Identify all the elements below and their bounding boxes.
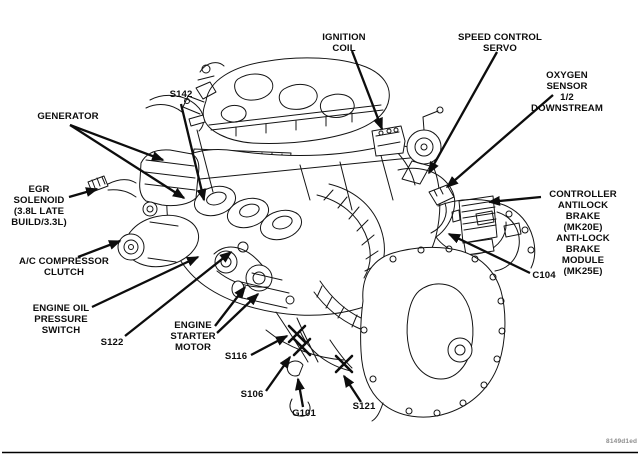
splice-x-marker-s121 [334, 354, 354, 374]
arrow-s142 [179, 103, 207, 202]
arrow-generator-lower [69, 124, 186, 199]
label-speed-control-servo: SPEED CONTROL SERVO [458, 32, 542, 54]
label-s142: S142 [169, 89, 193, 100]
figure-id-watermark: 8149d1ed [606, 438, 638, 445]
label-abs-controller: CONTROLLER ANTILOCK BRAKE (MK20E) ANTI-L… [549, 189, 617, 277]
arrow-c104 [447, 232, 531, 275]
label-engine-oil-pressure-switch: ENGINE OIL PRESSURE SWITCH [32, 303, 90, 336]
label-ignition-coil: IGNITION COIL [322, 32, 366, 54]
label-oxygen-sensor: OXYGEN SENSOR 1/2 DOWNSTREAM [531, 70, 603, 114]
arrow-speed-control-servo [427, 51, 499, 175]
arrow-s116 [250, 334, 289, 357]
arrow-starter-lower [216, 292, 260, 334]
label-ac-compressor-clutch: A/C COMPRESSOR CLUTCH [19, 256, 109, 278]
engine-illustration [87, 57, 536, 422]
label-s122: S122 [100, 337, 124, 348]
arrow-ignition-coil [350, 50, 384, 131]
label-engine-starter-motor: ENGINE STARTER MOTOR [170, 320, 216, 353]
arrow-engine-oil-pressure-switch [91, 255, 200, 309]
arrow-oxygen-sensor [445, 94, 554, 188]
label-g101: G101 [292, 408, 316, 419]
arrow-s106 [265, 355, 291, 392]
label-s121: S121 [352, 401, 376, 412]
label-s116: S116 [224, 351, 248, 362]
arrow-g101 [295, 377, 305, 408]
splice-x-marker-s106 [292, 337, 312, 357]
arrow-starter-upper [214, 285, 246, 327]
arrow-s121 [343, 374, 362, 403]
arrow-abs-controller [487, 195, 542, 206]
label-generator: GENERATOR [37, 111, 99, 122]
splice-x-marker-s116 [287, 324, 307, 344]
arrow-generator-upper [69, 123, 165, 162]
arrow-s122 [124, 251, 233, 337]
label-s106: S106 [240, 389, 264, 400]
arrow-ac-compressor-clutch [77, 239, 122, 259]
label-c104: C104 [532, 270, 556, 281]
arrow-egr-solenoid [68, 187, 99, 199]
label-egr-solenoid: EGR SOLENOID (3.8L LATE BUILD/3.3L) [11, 184, 67, 228]
